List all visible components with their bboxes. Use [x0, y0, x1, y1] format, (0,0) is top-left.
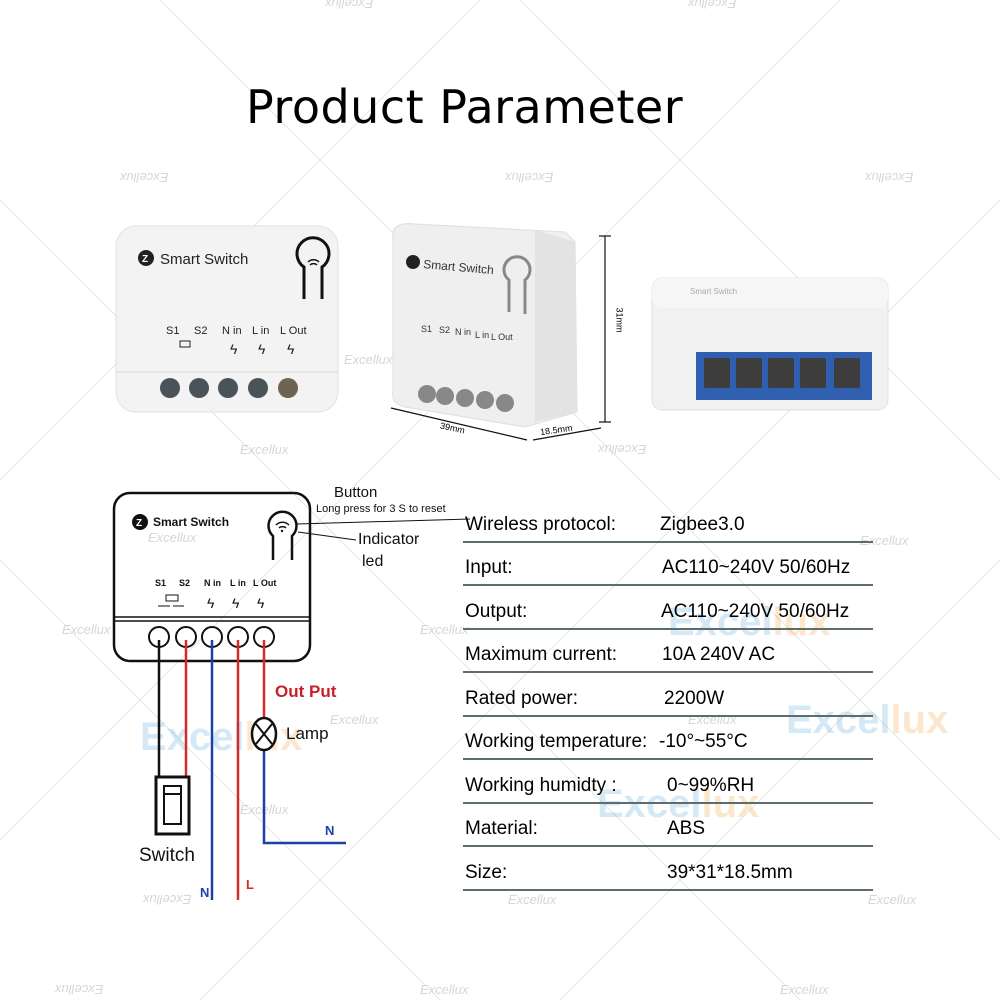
page-title: Product Parameter: [246, 80, 684, 134]
wifi-icon: [307, 259, 320, 266]
svg-text:L in: L in: [252, 325, 269, 337]
watermark-text: Excellux: [325, 0, 374, 11]
spec-row: Size:39*31*18.5mm: [463, 847, 873, 891]
watermark-logo: Excellux: [597, 782, 760, 826]
watermark-text: Excellux: [860, 533, 909, 548]
spec-row: Maximum current:10A 240V AC: [463, 630, 873, 673]
svg-text:L Out: L Out: [491, 332, 513, 342]
live-label: L: [246, 877, 254, 892]
svg-text:Z: Z: [142, 254, 148, 265]
button-icon: [502, 255, 532, 314]
spec-table: Wireless protocol:Zigbee3.0 Input:AC110~…: [463, 499, 873, 891]
svg-text:ϟ: ϟ: [287, 341, 295, 357]
button-icon: [267, 510, 298, 560]
svg-text:Z: Z: [136, 518, 142, 529]
svg-text:S2: S2: [179, 578, 190, 588]
output-label: Out Put: [275, 682, 337, 701]
svg-text:N in: N in: [222, 325, 242, 337]
zigbee-logo-icon: [406, 255, 420, 269]
switch-label: Switch: [139, 845, 195, 866]
zigbee-logo-icon: [132, 514, 148, 530]
terminal-screws: [160, 378, 298, 398]
svg-text:Smart Switch: Smart Switch: [690, 287, 737, 296]
terminal-circles: [148, 626, 275, 648]
watermark-text: Excellux: [688, 0, 737, 11]
dimension-height: 31mm: [614, 307, 625, 333]
svg-text:Smart Switch: Smart Switch: [153, 515, 229, 529]
svg-text:L in: L in: [230, 578, 246, 588]
svg-text:S1: S1: [166, 325, 179, 337]
spec-row: Wireless protocol:Zigbee3.0: [463, 499, 873, 543]
watermark-text: Excellux: [420, 622, 469, 637]
svg-text:S2: S2: [439, 325, 450, 335]
spec-row: Output:AC110~240V 50/60Hz: [463, 586, 873, 630]
svg-text:Smart Switch: Smart Switch: [423, 257, 495, 277]
svg-text:L Out: L Out: [253, 578, 276, 588]
product-angle-view: Smart Switch S1 S2 N in L in L Out: [390, 223, 611, 441]
watermark-text: Excellux: [240, 442, 289, 457]
watermark-text: Excellux: [420, 982, 469, 997]
watermark-text: Excellux: [344, 352, 393, 367]
svg-text:ϟ: ϟ: [257, 595, 265, 611]
svg-text:S1: S1: [155, 578, 166, 588]
spec-row: Input:AC110~240V 50/60Hz: [463, 543, 873, 586]
neutral-label: N: [200, 885, 210, 900]
spec-row: Material:ABS: [463, 804, 873, 847]
watermark-logo: Excellux: [668, 600, 831, 644]
spec-row: Rated power:2200W: [463, 673, 873, 717]
button-icon: [295, 236, 331, 299]
product-side-view: Smart Switch: [651, 277, 889, 411]
svg-text:S1: S1: [421, 324, 432, 334]
lamp-icon: [250, 716, 278, 752]
indicator-label-2: led: [362, 553, 384, 570]
watermark-text: Excellux: [62, 622, 111, 637]
wiring-diagram: Z Smart Switch S1 S2 N in L in L Out ϟ ϟ ϟ: [112, 491, 470, 900]
watermark-text: Excellux: [865, 170, 914, 185]
watermark-text: Excellux: [780, 982, 829, 997]
lamp-neutral-label: N: [325, 823, 335, 838]
svg-text:S2: S2: [194, 325, 207, 337]
zigbee-logo-icon: [138, 250, 154, 266]
watermark-text: Excellux: [330, 712, 379, 727]
svg-text:ϟ: ϟ: [230, 341, 238, 357]
svg-text:ϟ: ϟ: [258, 341, 266, 357]
watermark-text: Excellux: [868, 892, 917, 907]
svg-text:N in: N in: [204, 578, 221, 588]
watermark-text: Excellux: [55, 982, 104, 997]
wall-switch-icon: [154, 775, 191, 836]
button-label: Button: [334, 484, 378, 501]
spec-row: Working temperature:-10°~55°C: [463, 717, 873, 760]
watermark-text: Excellux: [598, 442, 647, 457]
svg-text:L in: L in: [475, 330, 489, 340]
svg-text:ϟ: ϟ: [232, 595, 240, 611]
indicator-label: Indicator: [358, 531, 420, 548]
button-note: Long press for 3 S to reset: [316, 503, 446, 515]
svg-text:L Out: L Out: [280, 325, 307, 337]
lamp-label: Lamp: [286, 724, 329, 743]
wifi-icon: [275, 521, 290, 529]
watermark-text: Excellux: [505, 170, 554, 185]
product-front-view: Z Smart Switch S1 S2 N in L in L Out ϟ ϟ ϟ: [115, 225, 339, 413]
svg-text:ϟ: ϟ: [207, 595, 215, 611]
device-brand-label: Smart Switch: [160, 251, 248, 268]
watermark-logo: Excellux: [786, 698, 949, 742]
watermark-text: Excellux: [120, 170, 169, 185]
svg-text:N in: N in: [455, 327, 471, 337]
spec-row: Working humidty :0~99%RH: [463, 760, 873, 804]
lamp-neutral-wire: [262, 750, 346, 845]
watermark-text: Excellux: [148, 530, 197, 545]
watermark-text: Excellux: [508, 892, 557, 907]
